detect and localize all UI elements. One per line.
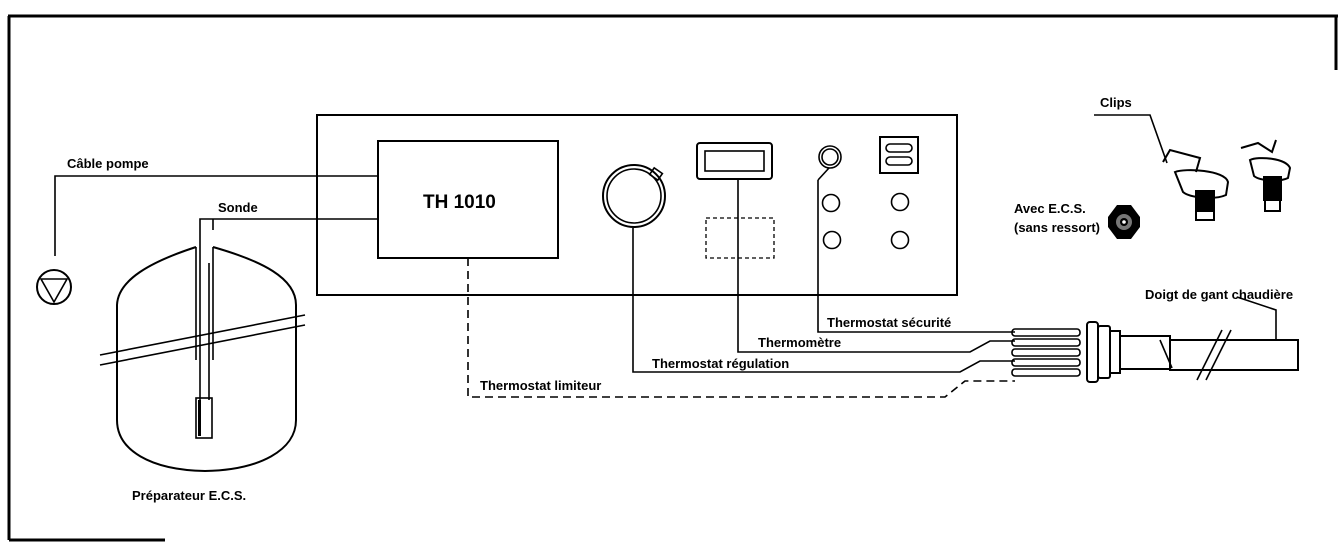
controller-label: TH 1010 — [423, 192, 496, 213]
tank — [99, 246, 306, 473]
boiler-sheath — [1086, 296, 1299, 383]
sonde-label: Sonde — [218, 200, 258, 215]
thermostat-limiteur-label: Thermostat limiteur — [480, 378, 601, 393]
doigt-de-gant-label: Doigt de gant chaudière — [1145, 287, 1293, 302]
clips-label: Clips — [1100, 95, 1132, 110]
preparateur-label: Préparateur E.C.S. — [132, 488, 246, 503]
display-cutout — [705, 217, 775, 259]
cable-pompe-label: Câble pompe — [67, 156, 149, 171]
outer-frame — [7, 14, 1338, 542]
controller-box: TH 1010 — [377, 140, 559, 259]
thermostat-securite-label: Thermostat sécurité — [827, 315, 951, 330]
dial-icon — [602, 164, 666, 228]
indicator-lamp-icon — [818, 145, 842, 169]
probe-bundle — [1011, 328, 1081, 377]
avec-ecs-label: Avec E.C.S. — [1014, 201, 1086, 216]
wires — [467, 167, 1015, 398]
pump-cable — [54, 175, 378, 263]
switch-icon — [879, 136, 919, 174]
display-icon — [696, 142, 773, 180]
panel-holes — [821, 192, 910, 250]
control-panel — [316, 114, 958, 296]
thermostat-regulation-label: Thermostat régulation — [652, 356, 789, 371]
clip-icon — [1094, 114, 1292, 221]
pump-icon — [36, 269, 72, 305]
thermometre-label: Thermomètre — [758, 335, 841, 350]
sans-ressort-label: (sans ressort) — [1014, 220, 1100, 235]
nut-icon — [1108, 205, 1140, 239]
